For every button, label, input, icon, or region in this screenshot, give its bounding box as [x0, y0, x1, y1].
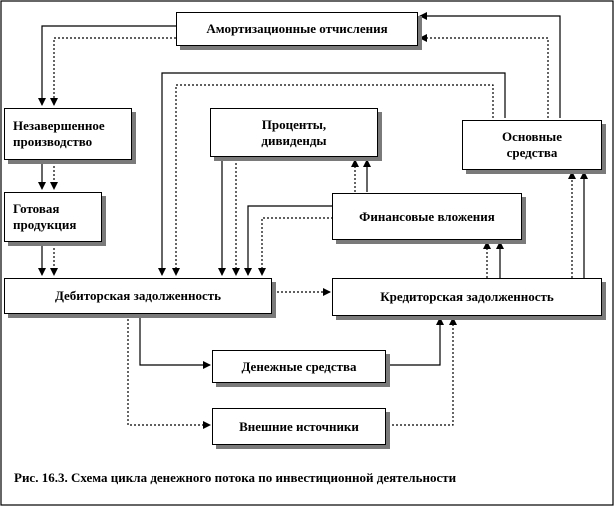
- arrow-fixed-assets-to-amortization-dotted: [419, 34, 549, 118]
- node-finished: Готовая продукция: [4, 192, 102, 242]
- arrow-cash-to-payables: [388, 317, 444, 366]
- arrow-fixed-assets-to-receivables: [158, 72, 506, 276]
- figure-caption: Рис. 16.3. Схема цикла денежного потока …: [14, 470, 457, 485]
- node-external-sources: Внешние источники: [212, 408, 386, 445]
- node-wip: Незавершенное производство: [4, 108, 132, 160]
- node-receivables: Дебиторская задолженность: [4, 278, 272, 314]
- arrow-fixed-assets-to-receivables-dotted: [172, 84, 494, 276]
- node-amortization: Амортизационные отчисления: [176, 12, 418, 46]
- arrow-fin-investments-to-receivables-dotted: [258, 217, 333, 276]
- arrow-fixed-assets-to-amortization: [419, 12, 561, 118]
- arrow-receivables-to-cash: [139, 315, 211, 369]
- node-financial-investments: Финансовые вложения: [332, 193, 522, 240]
- arrow-external-to-payables-dotted: [388, 317, 457, 426]
- node-interest-dividends: Проценты, дивиденды: [210, 108, 378, 157]
- arrow-receivables-to-external-dotted: [127, 315, 211, 429]
- arrow-fin-investments-to-receivables: [244, 205, 333, 276]
- arrow-amortization-to-wip: [38, 25, 176, 106]
- node-payables: Кредиторская задолженность: [332, 278, 602, 316]
- node-cash: Денежные средства: [212, 350, 386, 383]
- arrow-amortization-to-wip-dotted: [50, 37, 176, 106]
- node-fixed-assets: Основные средства: [462, 120, 602, 170]
